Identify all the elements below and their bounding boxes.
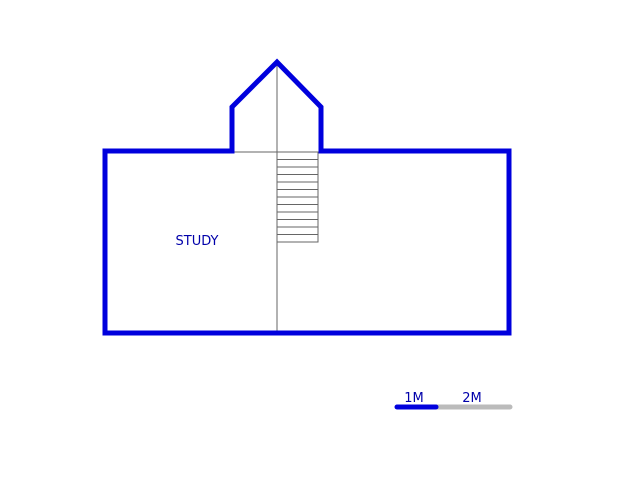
scale-label-2m: 2M [462,391,482,406]
scale-label-1m: 1M [404,391,424,406]
exterior-wall [102,58,512,336]
staircase [276,151,319,243]
room-label-study: STUDY [176,234,219,249]
scale-bar: 1M 2M [394,391,513,410]
